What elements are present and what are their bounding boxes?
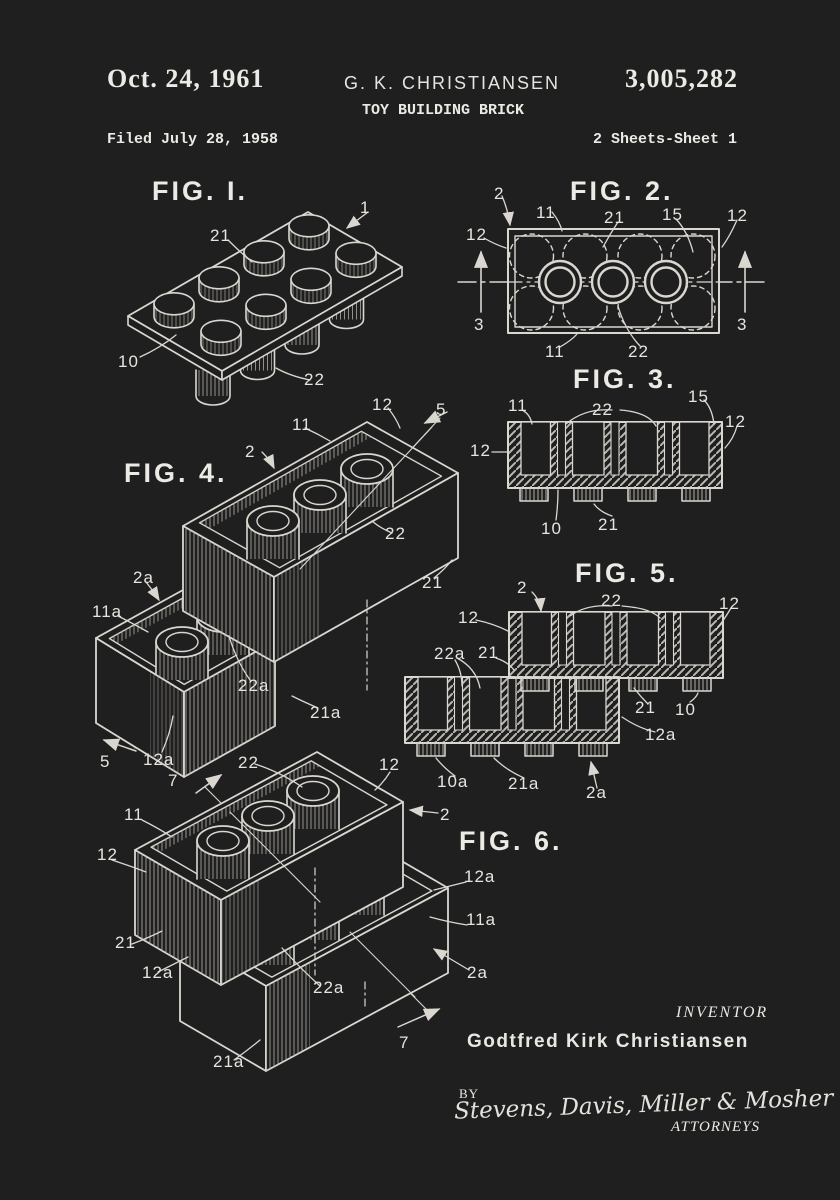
ref-numeral-22a: 22a bbox=[238, 676, 270, 695]
ref-numeral-12: 12 bbox=[727, 206, 748, 225]
figure-label-5: FIG. 5. bbox=[575, 558, 679, 588]
patent-title: TOY BUILDING BRICK bbox=[362, 102, 525, 119]
fig2-plan-view-drawing bbox=[457, 195, 769, 348]
ref-numeral-2a: 2a bbox=[467, 963, 488, 982]
figure-label-2: FIG. 2. bbox=[570, 176, 674, 206]
fig6-assembly-drawing bbox=[111, 751, 470, 1072]
inventor-caption: INVENTOR bbox=[676, 1004, 769, 1021]
patent-number: 3,005,282 bbox=[625, 64, 738, 93]
ref-numeral-2a: 2a bbox=[586, 783, 607, 802]
ref-numeral-7: 7 bbox=[168, 771, 179, 790]
ref-numeral-3: 3 bbox=[474, 315, 485, 334]
ref-numeral-10: 10 bbox=[541, 519, 562, 538]
ref-numeral-10: 10 bbox=[118, 352, 139, 371]
ref-numeral-11: 11 bbox=[124, 805, 144, 824]
ref-numeral-21: 21 bbox=[115, 933, 136, 952]
ref-numeral-11: 11 bbox=[508, 396, 528, 415]
sheet-number: 2 Sheets-Sheet 1 bbox=[593, 131, 738, 148]
figure-label-4: FIG. 4. bbox=[124, 458, 228, 488]
ref-numeral-22: 22 bbox=[238, 753, 259, 772]
ref-numeral-2a: 2a bbox=[133, 568, 154, 587]
ref-numeral-5: 5 bbox=[100, 752, 111, 771]
patent-date: Oct. 24, 1961 bbox=[107, 64, 265, 93]
fig3-section-drawing bbox=[491, 399, 738, 521]
ref-numeral-22: 22 bbox=[385, 524, 406, 543]
ref-numeral-22: 22 bbox=[592, 400, 613, 419]
ref-numeral-21: 21 bbox=[635, 698, 656, 717]
ref-numeral-12: 12 bbox=[372, 395, 393, 414]
ref-numeral-12: 12 bbox=[470, 441, 491, 460]
ref-numeral-10: 10 bbox=[675, 700, 696, 719]
ref-numeral-21: 21 bbox=[478, 643, 499, 662]
ref-numeral-1: 1 bbox=[360, 198, 371, 217]
attorneys-label: ATTORNEYS bbox=[671, 1119, 761, 1135]
ref-numeral-11a: 11a bbox=[92, 602, 123, 621]
ref-numeral-10a: 10a bbox=[437, 772, 469, 791]
ref-numeral-15: 15 bbox=[688, 387, 709, 406]
inventor-full-name: Godtfred Kirk Christiansen bbox=[467, 1031, 749, 1052]
figure-label-1: FIG. I. bbox=[152, 176, 249, 206]
ref-numeral-12: 12 bbox=[379, 755, 400, 774]
ref-numeral-12a: 12a bbox=[142, 963, 174, 982]
ref-numeral-22: 22 bbox=[601, 591, 622, 610]
ref-numeral-5: 5 bbox=[436, 400, 447, 419]
ref-numeral-22a: 22a bbox=[434, 644, 466, 663]
ref-numeral-12a: 12a bbox=[464, 867, 496, 886]
ref-numeral-12: 12 bbox=[719, 594, 740, 613]
ref-numeral-2: 2 bbox=[440, 805, 451, 824]
ref-numeral-21: 21 bbox=[604, 208, 625, 227]
ref-numeral-21: 21 bbox=[422, 573, 443, 592]
ref-numeral-15: 15 bbox=[662, 205, 683, 224]
ref-numeral-3: 3 bbox=[737, 315, 748, 334]
ref-numeral-12a: 12a bbox=[645, 725, 677, 744]
ref-numeral-2: 2 bbox=[517, 578, 528, 597]
by-label: BY bbox=[459, 1086, 480, 1101]
ref-numeral-12a: 12a bbox=[143, 750, 175, 769]
figure-label-3: FIG. 3. bbox=[573, 364, 677, 394]
ref-numeral-21a: 21a bbox=[213, 1052, 245, 1071]
filed-date: Filed July 28, 1958 bbox=[107, 131, 279, 148]
fig4-bricks-drawing bbox=[95, 407, 459, 778]
ref-numeral-22a: 22a bbox=[313, 978, 345, 997]
inventor-abbrev-name: G. K. CHRISTIANSEN bbox=[344, 73, 561, 93]
ref-numeral-11: 11 bbox=[545, 342, 565, 361]
ref-numeral-22: 22 bbox=[628, 342, 649, 361]
ref-numeral-21a: 21a bbox=[508, 774, 540, 793]
ref-numeral-21a: 21a bbox=[310, 703, 342, 722]
ref-numeral-11a: 11a bbox=[466, 910, 497, 929]
ref-numeral-12: 12 bbox=[97, 845, 118, 864]
ref-numeral-22: 22 bbox=[304, 370, 325, 389]
ref-numeral-7: 7 bbox=[399, 1033, 410, 1052]
ref-numeral-21: 21 bbox=[598, 515, 619, 534]
ref-numeral-11: 11 bbox=[292, 415, 312, 434]
ref-numeral-21: 21 bbox=[210, 226, 231, 245]
ref-numeral-2: 2 bbox=[245, 442, 256, 461]
ref-numeral-12: 12 bbox=[466, 225, 487, 244]
figure-label-6: FIG. 6. bbox=[459, 826, 563, 856]
ref-numeral-12: 12 bbox=[725, 412, 746, 431]
ref-numeral-11: 11 bbox=[536, 203, 556, 222]
ref-numeral-2: 2 bbox=[494, 184, 505, 203]
fig1-plate-drawing bbox=[127, 211, 403, 406]
ref-numeral-12: 12 bbox=[458, 608, 479, 627]
fig5-sections-drawing bbox=[404, 591, 732, 789]
